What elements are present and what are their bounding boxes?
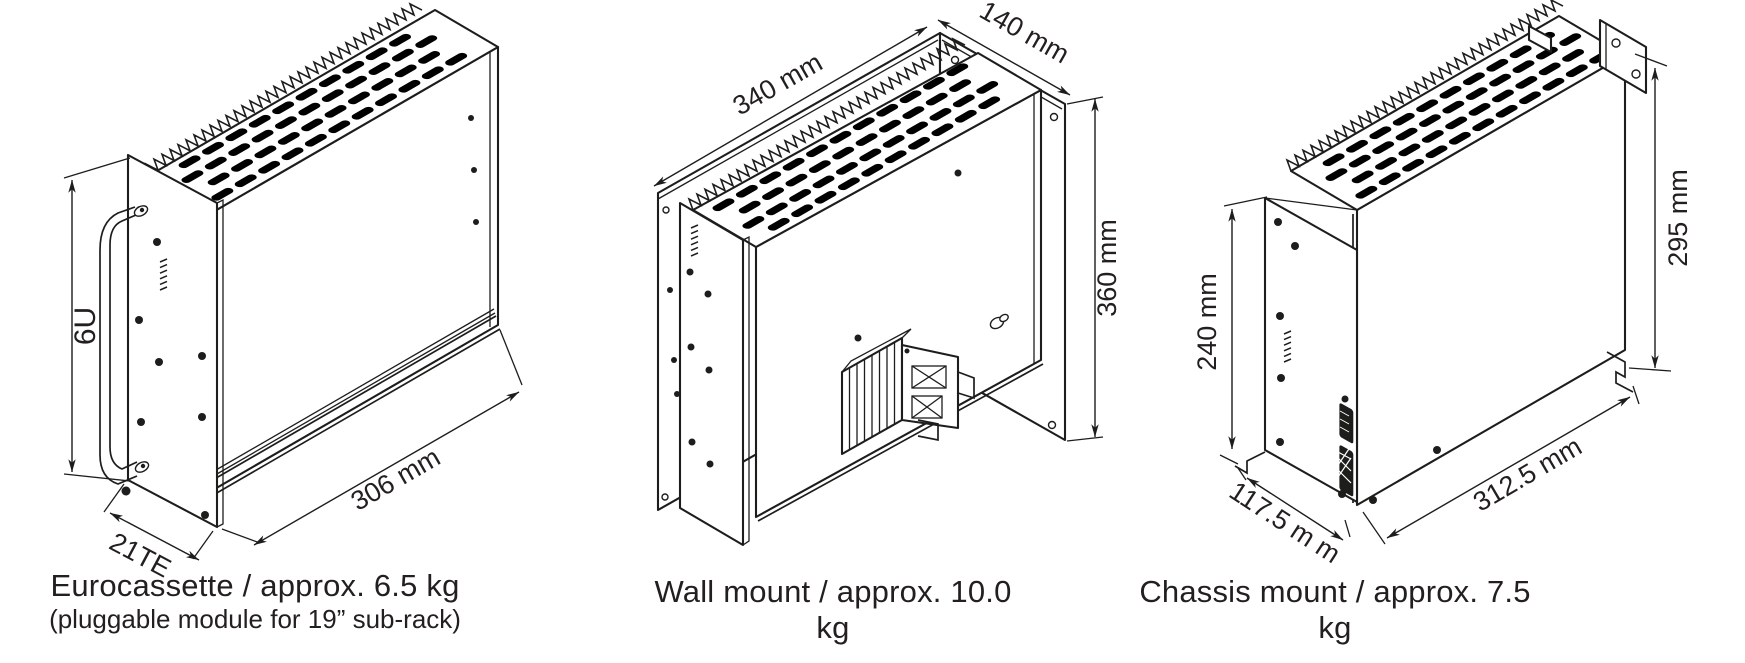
- caption-eurocassette-subtitle: (pluggable module for 19” sub-rack): [49, 604, 461, 634]
- mounting-flange: [1527, 18, 1648, 95]
- caption-wall-mount-title: Wall mount / approx. 10.0 kg: [654, 574, 1012, 645]
- terminal-block: [840, 328, 975, 456]
- wall-mount-body: [678, 38, 1044, 547]
- caption-wall-mount: Wall mount / approx. 10.0 kg: [638, 574, 1028, 646]
- rear-foot: [1606, 351, 1634, 393]
- front-foot: [1234, 451, 1266, 475]
- caption-eurocassette: Eurocassette / approx. 6.5 kg (pluggable…: [30, 568, 480, 634]
- dimension-label-312-5mm: 312.5 mm: [1468, 431, 1587, 517]
- dimension-label-117-5mm: 117.5 m m: [1224, 476, 1346, 570]
- wall-mount-drawing: 340 mm 140 mm 360 mm: [653, 0, 1122, 547]
- dimension-label-240mm: 240 mm: [1192, 273, 1222, 371]
- dimension-label-6u: 6U: [69, 307, 102, 345]
- front-handle: [99, 205, 150, 496]
- chassis-mount-body: [1234, 0, 1648, 507]
- dimension-label-306mm: 306 mm: [346, 442, 445, 517]
- chassis-mount-drawing: 240 mm 295 mm 117.5 m m 312.5 mm: [1192, 0, 1693, 570]
- cable-gland: [989, 313, 1009, 330]
- eurocassette-drawing: 6U 21TE 306 mm: [63, 3, 523, 583]
- dimension-label-295mm: 295 mm: [1663, 169, 1693, 267]
- dimension-label-360mm: 360 mm: [1092, 219, 1122, 317]
- eurocassette-body: [99, 3, 501, 529]
- caption-eurocassette-title: Eurocassette / approx. 6.5 kg: [50, 568, 460, 603]
- caption-chassis-mount: Chassis mount / approx. 7.5 kg: [1130, 574, 1540, 646]
- caption-chassis-mount-title: Chassis mount / approx. 7.5 kg: [1139, 574, 1531, 645]
